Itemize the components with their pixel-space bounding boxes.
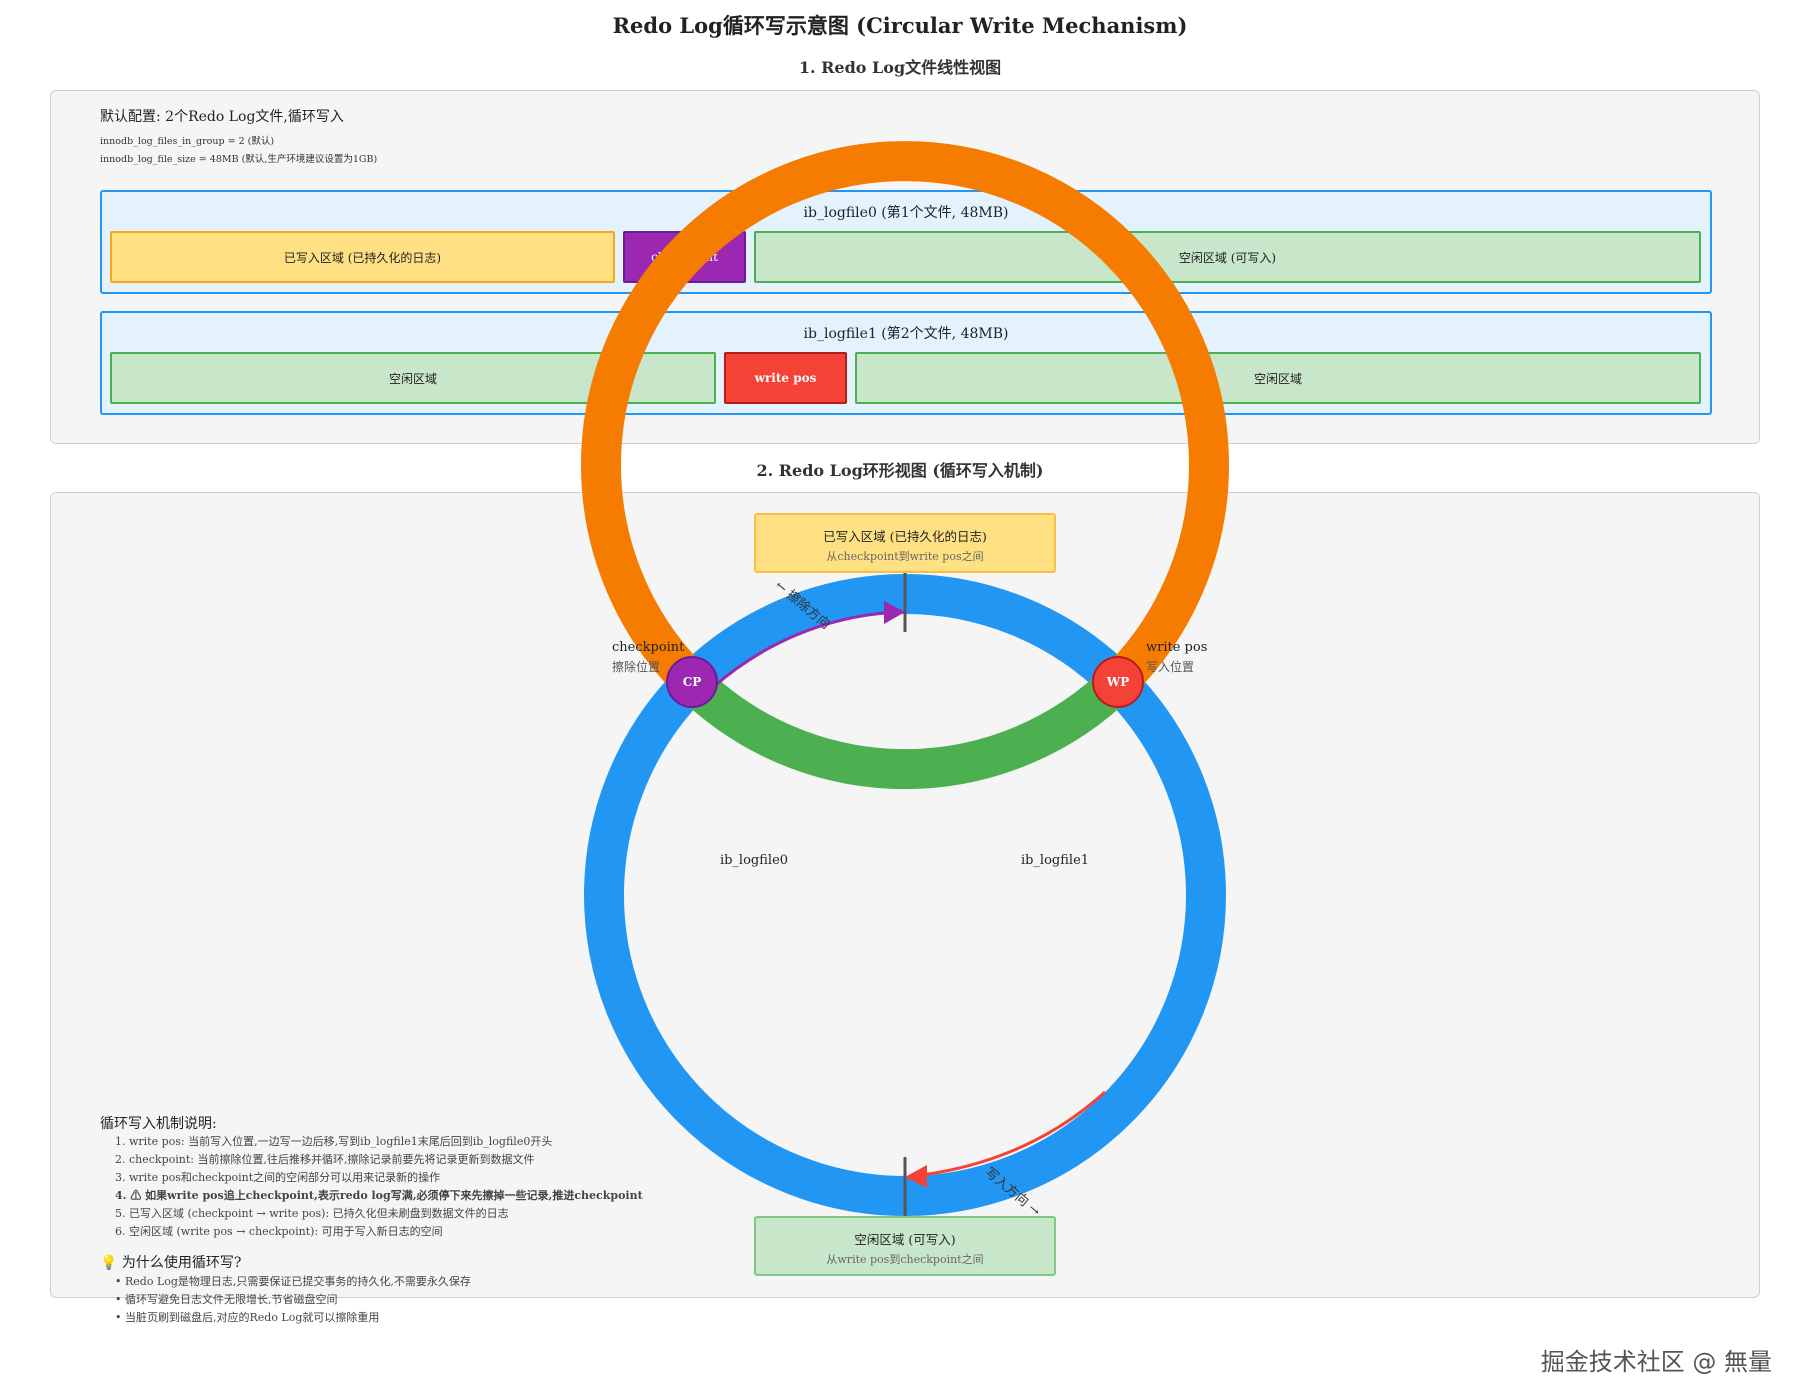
ring-label-logfile0: ib_logfile0 [720,853,788,868]
write-pos-sublabel: 写入位置 [1146,659,1194,674]
erase-arrowhead [884,601,905,624]
explanation-item: 4. ⚠ 如果write pos追上checkpoint,表示redo log写… [115,1189,643,1202]
written-region-title: 已写入区域 (已持久化的日志) [823,529,987,544]
logfile0-written-segment: 已写入区域 (已持久化的日志) [110,231,615,283]
logfile0-free-segment: 空闲区域 (可写入) [754,231,1701,283]
free-region-title: 空闲区域 (可写入) [854,1232,956,1247]
logfile1-label: ib_logfile1 (第2个文件, 48MB) [803,326,1009,342]
why-title-row: 💡 为什么使用循环写? [100,1252,241,1272]
explanation-title: 循环写入机制说明: [100,1116,217,1132]
why-item: • 循环写避免日志文件无限增长,节省磁盘空间 [115,1293,338,1306]
checkpoint-label: checkpoint [612,640,685,655]
lightbulb-icon: 💡 [100,1255,118,1271]
logfile0-box: ib_logfile0 (第1个文件, 48MB) 已写入区域 (已持久化的日志… [100,190,1712,294]
write-pos-label: write pos [1146,640,1207,655]
checkpoint-sublabel: 擦除位置 [612,659,660,674]
explanation-item: 2. checkpoint: 当前擦除位置,往后推移并循环,擦除记录前要先将记录… [115,1153,535,1166]
free-region-desc: 从write pos到checkpoint之间 [826,1253,984,1266]
write-arrowhead [905,1165,927,1188]
explanation-list: 1. write pos: 当前写入位置,一边写一边后移,写到ib_logfil… [115,1133,675,1241]
config-line-size: innodb_log_file_size = 48MB (默认,生产环境建议设置… [100,154,378,165]
section2-heading: 2. Redo Log环形视图 (循环写入机制) [756,461,1044,480]
write-pos-marker-label: WP [1106,675,1130,689]
explanation-item: 3. write pos和checkpoint之间的空闲部分可以用来记录新的操作 [115,1171,441,1184]
explanation-item: 1. write pos: 当前写入位置,一边写一边后移,写到ib_logfil… [115,1135,553,1148]
why-list: • Redo Log是物理日志,只需要保证已提交事务的持久化,不需要永久保存 •… [115,1273,675,1327]
written-region-desc: 从checkpoint到write pos之间 [826,550,984,563]
why-title: 为什么使用循环写? [121,1255,242,1271]
config-line-files: innodb_log_files_in_group = 2 (默认) [100,136,275,147]
write-pos-marker [1092,656,1144,708]
why-item: • Redo Log是物理日志,只需要保证已提交事务的持久化,不需要永久保存 [115,1275,471,1288]
explanation-item: 5. 已写入区域 (checkpoint → write pos): 已持久化但… [115,1207,509,1220]
checkpoint-marker-label: CP [683,675,702,689]
free-region-box: 空闲区域 (可写入) 从write pos到checkpoint之间 [754,1216,1056,1276]
logfile0-label: ib_logfile0 (第1个文件, 48MB) [803,205,1009,221]
ring-label-logfile1: ib_logfile1 [1021,853,1089,868]
section1-heading: 1. Redo Log文件线性视图 [798,58,1002,77]
config-title: 默认配置: 2个Redo Log文件,循环写入 [100,109,344,125]
explanation-item: 6. 空闲区域 (write pos → checkpoint): 可用于写入新… [115,1225,443,1238]
logfile1-box: ib_logfile1 (第2个文件, 48MB) 空闲区域 write pos… [100,311,1712,415]
free-region-arc [676,666,1134,789]
logfile1-free-right-segment: 空闲区域 [855,352,1701,404]
written-region-ring [581,141,1229,696]
why-item: • 当脏页刷到磁盘后,对应的Redo Log就可以擦除重用 [115,1311,380,1324]
write-direction-arc [921,1090,1107,1177]
page-title: Redo Log循环写示意图 (Circular Write Mechanism… [612,13,1188,38]
checkpoint-marker [666,656,718,708]
watermark: 掘金技术社区 @ 無量 [1540,1348,1772,1376]
written-region-box: 已写入区域 (已持久化的日志) 从checkpoint到write pos之间 [754,513,1056,573]
erase-direction-arc [711,610,894,690]
logfile1-write-pos-segment: write pos [724,352,847,404]
